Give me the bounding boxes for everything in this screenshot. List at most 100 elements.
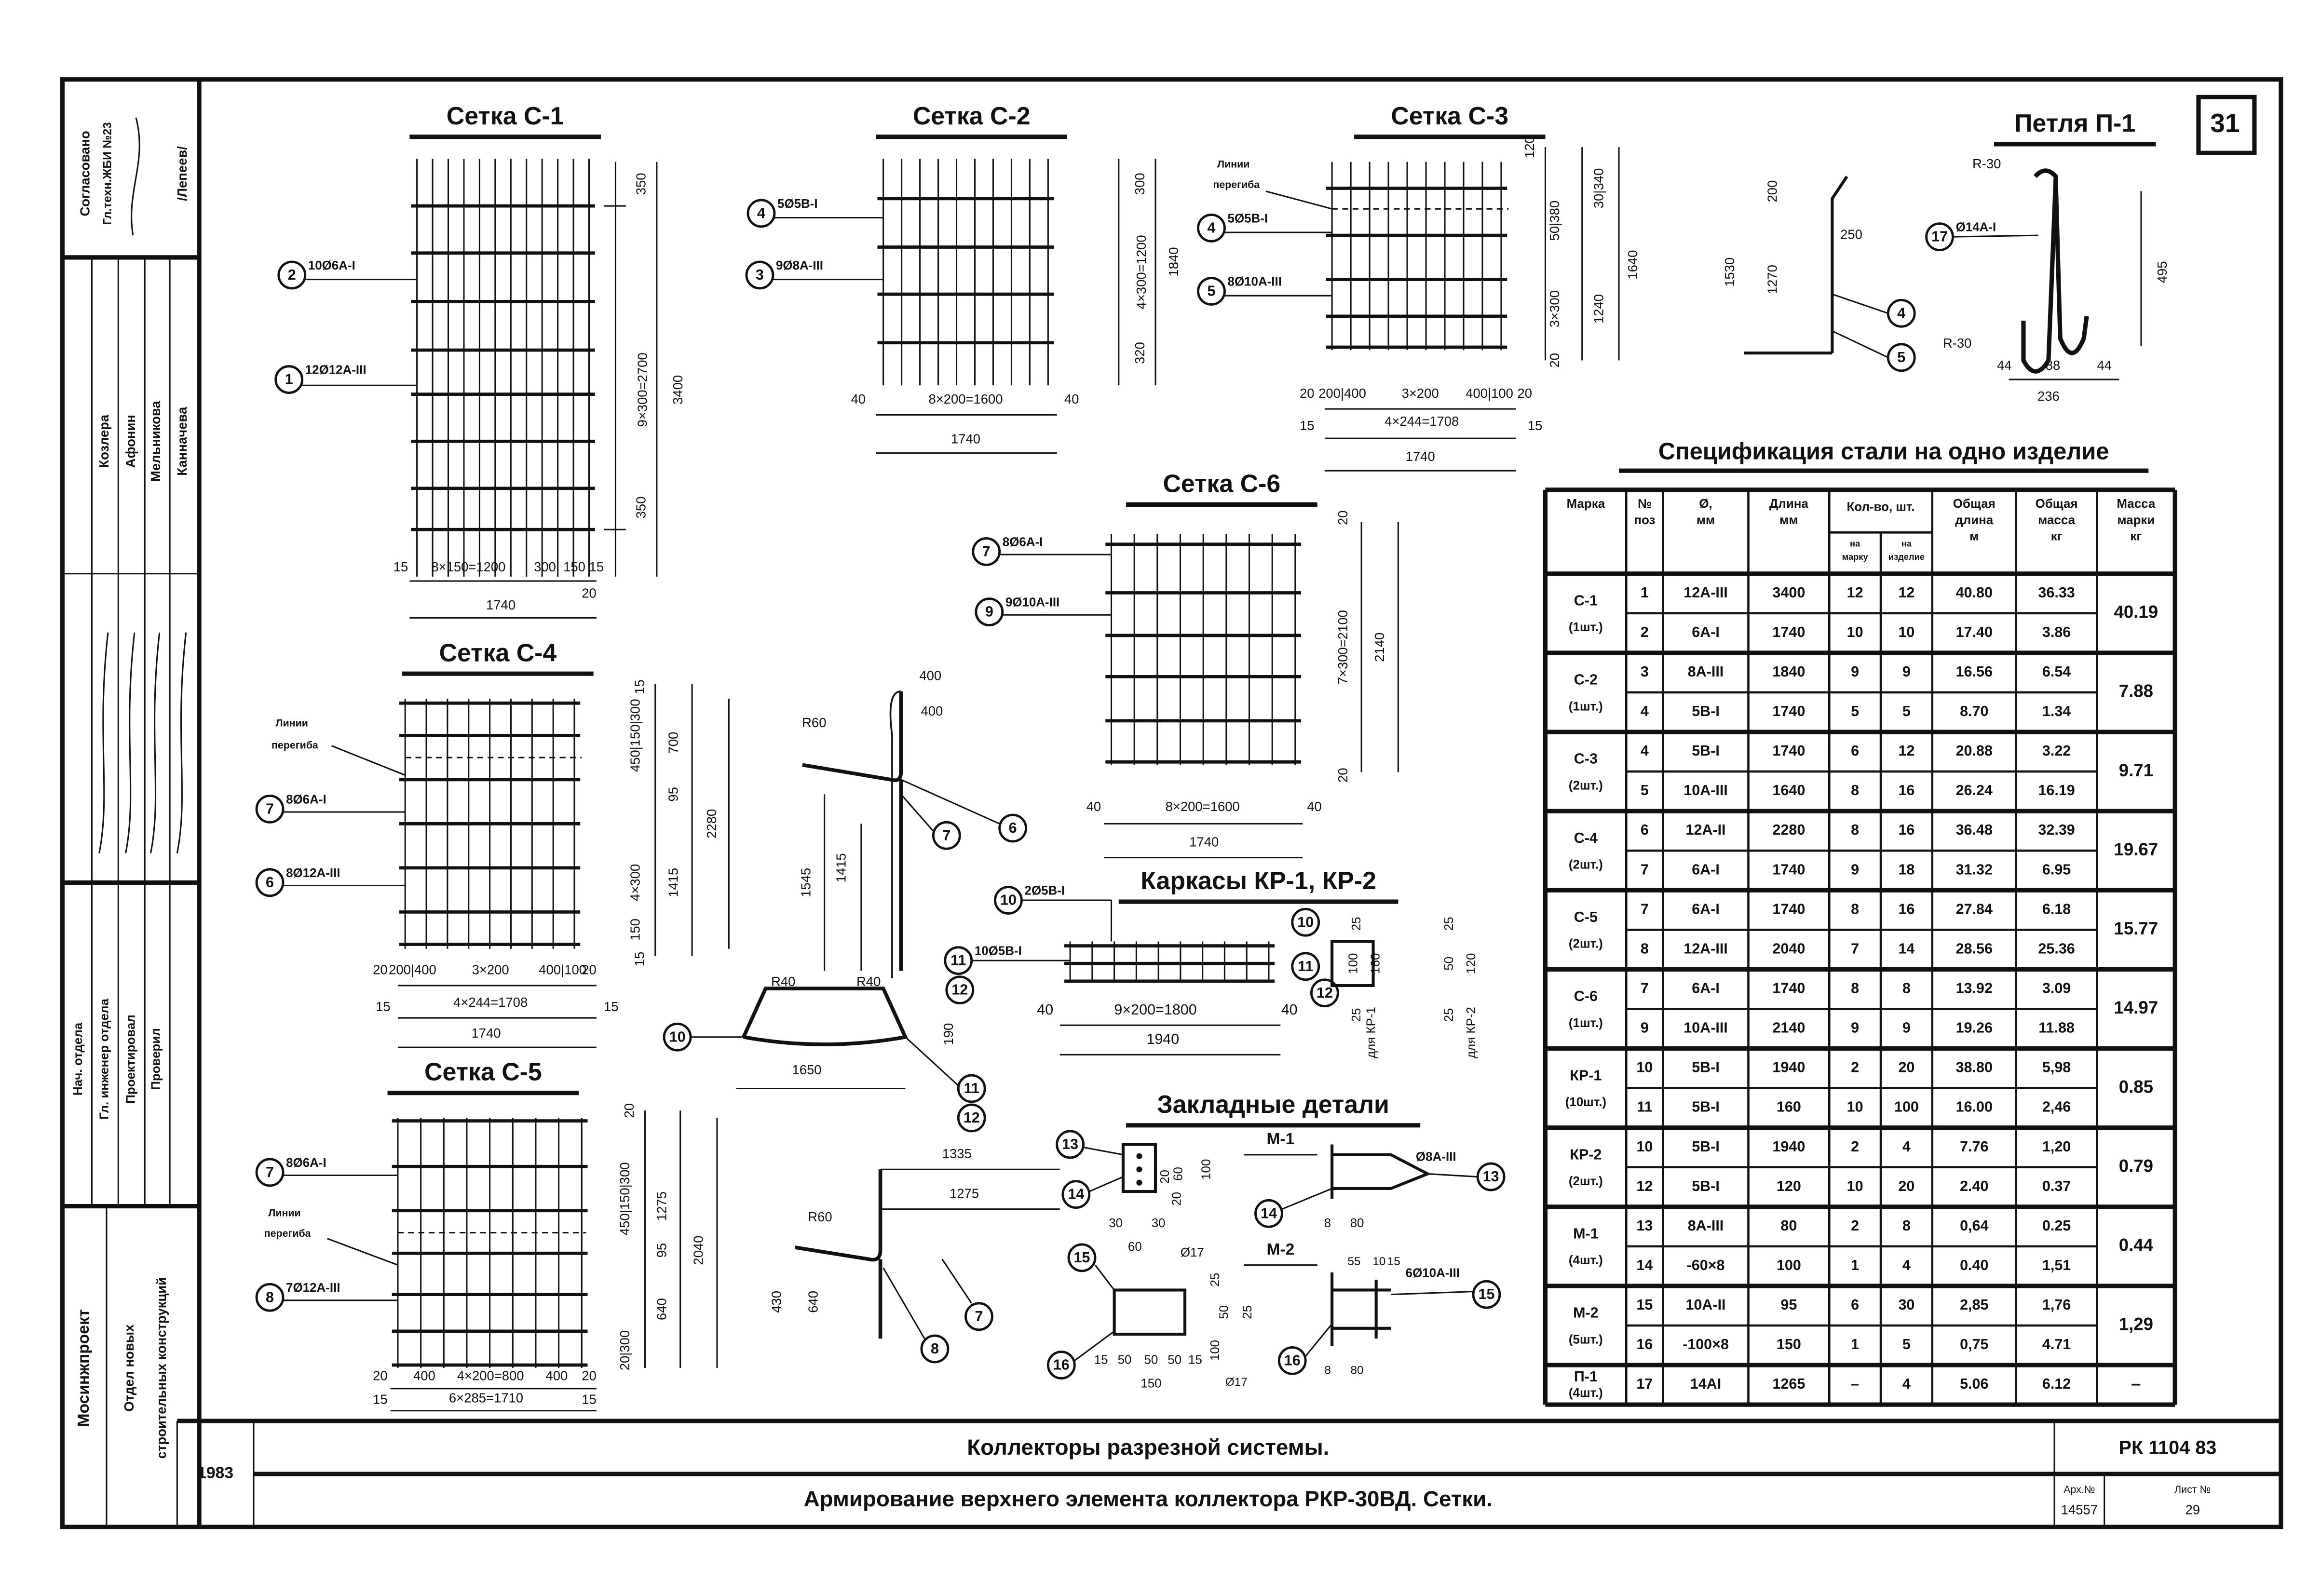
row-mark-mass: 14.97 (2114, 998, 2159, 1017)
bend-line-label: Линии (276, 717, 308, 729)
column-header: Масса (2117, 497, 2155, 511)
callout-number: 11 (964, 1080, 979, 1096)
dimension-label: 450|150|300 (617, 1163, 632, 1236)
table-cell: 8A-III (1688, 663, 1724, 680)
dimension-label: 1275 (950, 1186, 979, 1201)
table-cell: 30 (1898, 1297, 1914, 1313)
row-mark: М-1 (1573, 1226, 1599, 1242)
column-header: Длина (1769, 497, 1809, 511)
callout-number: 7 (942, 827, 950, 843)
table-cell: 12 (1847, 584, 1863, 601)
column-header: Кол-во, шт. (1846, 500, 1914, 514)
table-cell: 20.88 (1956, 743, 1993, 759)
leader-line (1305, 1323, 1333, 1357)
table-cell: 13 (1636, 1217, 1653, 1234)
leader-line (882, 1267, 925, 1339)
dimension-label: 4×300=1200 (1134, 235, 1149, 309)
table-cell: -60×8 (1687, 1257, 1725, 1273)
archive-number: 14557 (2061, 1502, 2098, 1517)
drawing-title-line-1: Коллекторы разрезной системы. (967, 1435, 1329, 1460)
table-cell: 6.12 (2042, 1376, 2071, 1392)
signature (176, 632, 187, 853)
dimension-label: 60 (1172, 1167, 1185, 1181)
signature (98, 632, 109, 853)
table-cell: 95 (1780, 1297, 1797, 1313)
dimension-label: 80 (1350, 1364, 1363, 1377)
row-mark: С-4 (1574, 830, 1598, 846)
table-cell: 1265 (1772, 1376, 1805, 1392)
dimension-label: 44 (2097, 358, 2112, 373)
callout-number: 11 (1298, 958, 1313, 974)
dimension-label: 150 (563, 559, 585, 574)
table-cell: 0.37 (2042, 1178, 2071, 1194)
leader-line (1089, 1176, 1124, 1192)
bar-spec-label: 8Ø10A-III (1228, 275, 1282, 289)
leader-line (326, 1238, 398, 1266)
leader-line (1832, 293, 1888, 314)
dimension-label: R40 (856, 974, 881, 989)
bar-spec-label: 7Ø12A-III (286, 1281, 340, 1295)
dimension-label: 200|400 (1318, 386, 1366, 401)
dimension-label: 9×200=1800 (1114, 1001, 1196, 1018)
table-cell: 5 (1851, 703, 1859, 719)
loop-shape (2021, 168, 2089, 374)
dimension-label: R60 (808, 1209, 832, 1224)
table-cell: 12A-III (1683, 584, 1728, 601)
column-header: мм (1779, 514, 1798, 527)
archive-label: Арх.№ (2064, 1484, 2095, 1495)
dimension-label: 2280 (704, 809, 719, 839)
dimension-label: 15 (1528, 418, 1543, 433)
row-quantity: (1шт.) (1569, 1016, 1603, 1030)
callout-number: 16 (1284, 1352, 1301, 1368)
callout-number: 12 (964, 1109, 980, 1126)
dimension-label: 1740 (951, 431, 980, 446)
c3-title: Сетка С-3 (1391, 102, 1508, 130)
dimension-label: 4×300 (627, 864, 642, 901)
dimension-label: 15 (1094, 1353, 1108, 1367)
dimension-label: 20 (1158, 1170, 1172, 1184)
table-cell: 3.86 (2042, 624, 2071, 640)
table-cell: 9 (1902, 1020, 1911, 1036)
dimension-label: 20 (582, 586, 597, 601)
dimension-label: 20 (622, 1103, 637, 1118)
dimension-label: 15 (632, 952, 647, 967)
stamp-department: Отдел новых (122, 1324, 136, 1412)
table-cell: 10 (1636, 1138, 1653, 1155)
table-cell: 1,20 (2042, 1138, 2071, 1155)
table-cell: 2140 (1772, 1020, 1805, 1036)
dimension-label: R40 (771, 974, 795, 989)
callout-circle (1277, 1346, 1307, 1375)
row-quantity: (1шт.) (1569, 700, 1603, 713)
callout-circle (255, 794, 285, 824)
stamp-role: Проверил (149, 1028, 163, 1090)
table-cell: 8 (1851, 901, 1859, 917)
stamp-name: Козлера (96, 414, 111, 468)
table-cell: 14 (1636, 1257, 1653, 1273)
column-header: марки (2117, 514, 2155, 527)
column-header: Ø, (1699, 497, 1712, 511)
table-cell: 6.95 (2042, 861, 2071, 878)
position-callout (1067, 1243, 1097, 1272)
table-cell: 2,85 (1960, 1297, 1988, 1313)
row-quantity: (2шт.) (1569, 858, 1603, 872)
dimension-label: 15 (582, 1392, 597, 1407)
table-cell: 8 (1851, 980, 1859, 997)
callout-number: 10 (1297, 914, 1314, 930)
table-cell: 0,75 (1960, 1336, 1988, 1353)
year-label: 1983 (197, 1464, 233, 1482)
dimension-label: 1240 (1591, 294, 1606, 324)
position-callout (1310, 978, 1339, 1008)
callout-circle (1061, 1180, 1091, 1209)
column-header: Общая (2036, 497, 2078, 511)
dimension-label: 6×285=1710 (449, 1390, 523, 1405)
dimension-label: 100 (1208, 1340, 1222, 1361)
dimension-label: 25 (1208, 1273, 1222, 1287)
table-cell: 20 (1898, 1059, 1914, 1076)
position-callout (1197, 213, 1226, 243)
row-mark-mass: 15.77 (2114, 919, 2159, 938)
callout-number: 5 (1897, 349, 1905, 365)
table-cell: 31.32 (1956, 861, 1993, 878)
row-quantity: (5шт.) (1569, 1333, 1603, 1346)
table-cell: 16.19 (2038, 782, 2075, 798)
